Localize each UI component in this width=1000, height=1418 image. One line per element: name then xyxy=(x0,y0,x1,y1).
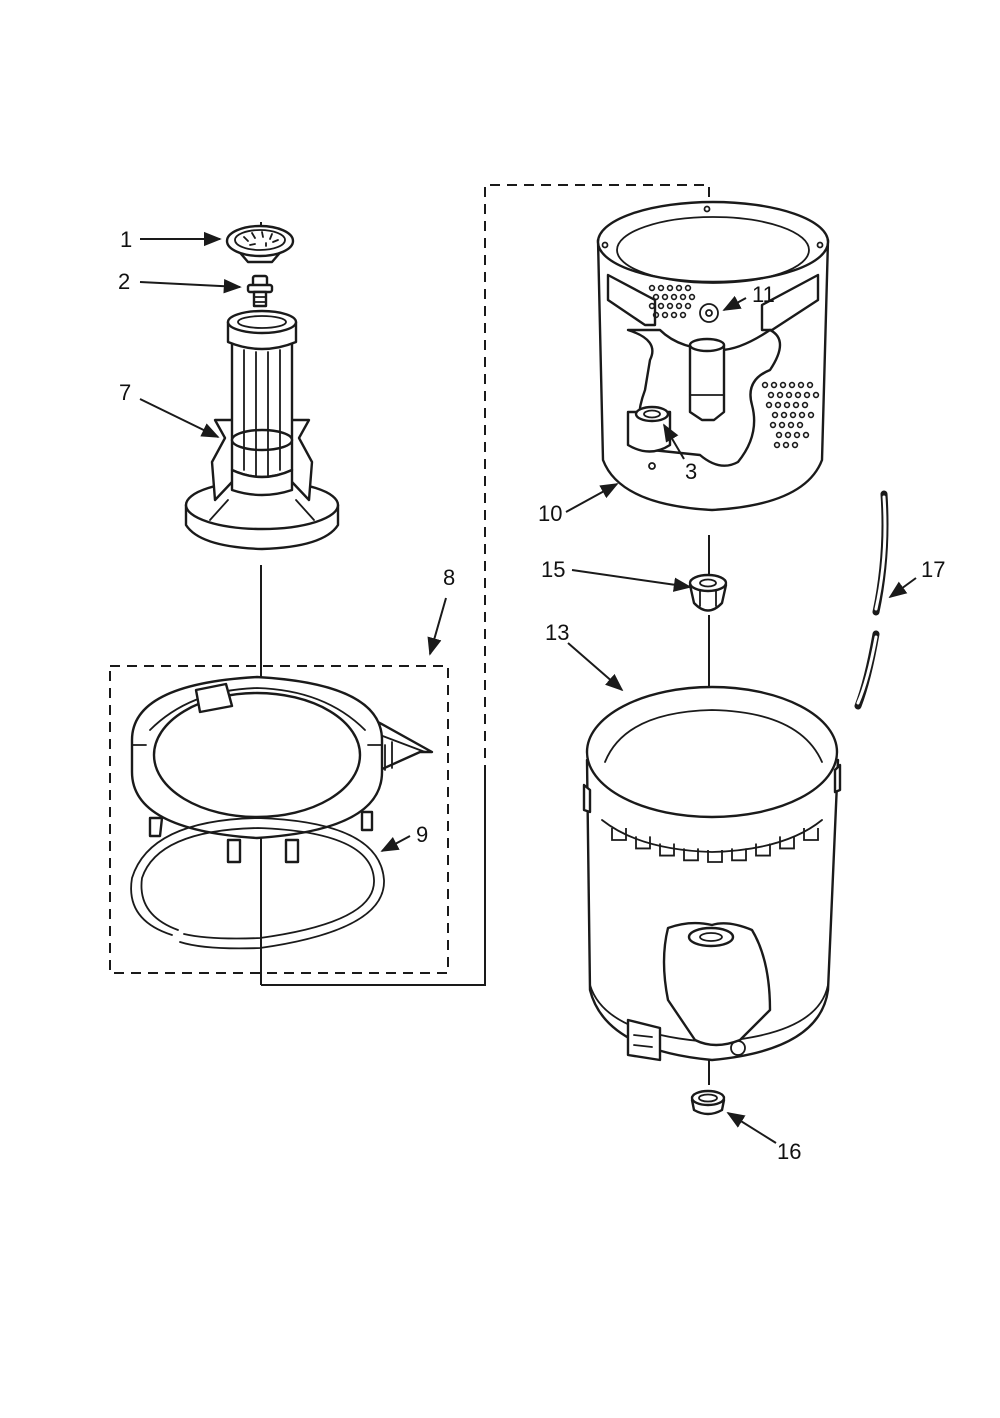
perforation-hole xyxy=(661,293,669,301)
perforation-hole xyxy=(670,311,678,319)
part-13-tub xyxy=(582,685,842,1062)
perforation-hole xyxy=(771,411,779,419)
perforation-hole xyxy=(783,401,791,409)
perforation-hole xyxy=(778,421,786,429)
callout-11: 11 xyxy=(752,282,775,307)
perforation-hole xyxy=(688,293,696,301)
perforation-hole xyxy=(657,302,665,310)
callout-9: 9 xyxy=(416,822,428,847)
perforation-hole xyxy=(775,431,783,439)
perforation-hole xyxy=(807,411,815,419)
perforation-hole xyxy=(803,391,811,399)
perforation-hole xyxy=(812,391,820,399)
perforation-hole xyxy=(791,441,799,449)
perforation-hole xyxy=(770,381,778,389)
callout-labels: 1 2 7 8 9 10 11 3 15 13 16 17 xyxy=(118,227,945,1164)
perforation-hole xyxy=(796,421,804,429)
tub-slot xyxy=(707,850,723,863)
perforation-hole xyxy=(787,421,795,429)
perforation-hole xyxy=(657,284,665,292)
perforation-hole xyxy=(801,401,809,409)
perforation-hole xyxy=(788,381,796,389)
callout-8: 8 xyxy=(443,565,455,590)
perforation-hole xyxy=(684,302,692,310)
callout-17: 17 xyxy=(921,557,945,582)
callout-7: 7 xyxy=(119,380,131,405)
perforation-hole xyxy=(761,381,769,389)
perforation-hole xyxy=(666,284,674,292)
callout-16: 16 xyxy=(777,1139,801,1164)
callout-13: 13 xyxy=(545,620,569,645)
perforation-hole xyxy=(782,441,790,449)
callout-10: 10 xyxy=(538,501,562,526)
tub-slot xyxy=(803,828,819,841)
tub-slot xyxy=(659,843,675,857)
tub-slot xyxy=(779,836,795,850)
perforation-hole xyxy=(648,302,656,310)
perforation-hole xyxy=(798,411,806,419)
part-17-hose xyxy=(854,490,889,710)
perforation-hole xyxy=(780,411,788,419)
perforation-hole xyxy=(675,302,683,310)
perforation-hole xyxy=(806,381,814,389)
perforation-hole xyxy=(774,401,782,409)
perforation-hole xyxy=(661,311,669,319)
perforation-hole xyxy=(670,293,678,301)
perforation-hole xyxy=(666,302,674,310)
perforation-hole xyxy=(776,391,784,399)
callout-15: 15 xyxy=(541,557,565,582)
part-7-agitator xyxy=(184,309,340,551)
leader-arrows xyxy=(139,231,917,1144)
perforation-hole xyxy=(793,431,801,439)
part-16-seal xyxy=(690,1089,726,1116)
part-8-ring xyxy=(109,665,449,974)
perforation-hole xyxy=(648,284,656,292)
perforation-hole xyxy=(767,391,775,399)
tub-slot xyxy=(611,828,627,841)
callout-1: 1 xyxy=(120,227,132,252)
basket-holes-right xyxy=(761,381,820,449)
tub-slot xyxy=(755,843,771,857)
perforation-hole xyxy=(679,311,687,319)
part-10-basket xyxy=(596,200,830,512)
part-1-cap xyxy=(225,224,295,264)
part-2-bolt xyxy=(246,274,274,308)
perforation-hole xyxy=(773,441,781,449)
perforation-hole xyxy=(652,293,660,301)
perforation-hole xyxy=(769,421,777,429)
perforation-hole xyxy=(675,284,683,292)
tub-slots xyxy=(611,828,819,863)
basket-holes-left xyxy=(648,284,696,319)
perforation-hole xyxy=(652,311,660,319)
perforation-hole xyxy=(684,284,692,292)
callout-2: 2 xyxy=(118,269,130,294)
tub-slot xyxy=(635,836,651,850)
perforation-hole xyxy=(779,381,787,389)
tub-slot xyxy=(683,848,699,862)
perforation-hole xyxy=(789,411,797,419)
perforation-hole xyxy=(785,391,793,399)
perforation-hole xyxy=(765,401,773,409)
perforation-hole xyxy=(794,391,802,399)
part-15-hub xyxy=(688,573,728,612)
callout-3: 3 xyxy=(685,459,697,484)
part-9-split-ring xyxy=(130,817,385,950)
perforation-hole xyxy=(802,431,810,439)
tub-slot xyxy=(731,848,747,862)
perforation-hole xyxy=(679,293,687,301)
perforation-hole xyxy=(792,401,800,409)
perforation-hole xyxy=(784,431,792,439)
perforation-hole xyxy=(797,381,805,389)
